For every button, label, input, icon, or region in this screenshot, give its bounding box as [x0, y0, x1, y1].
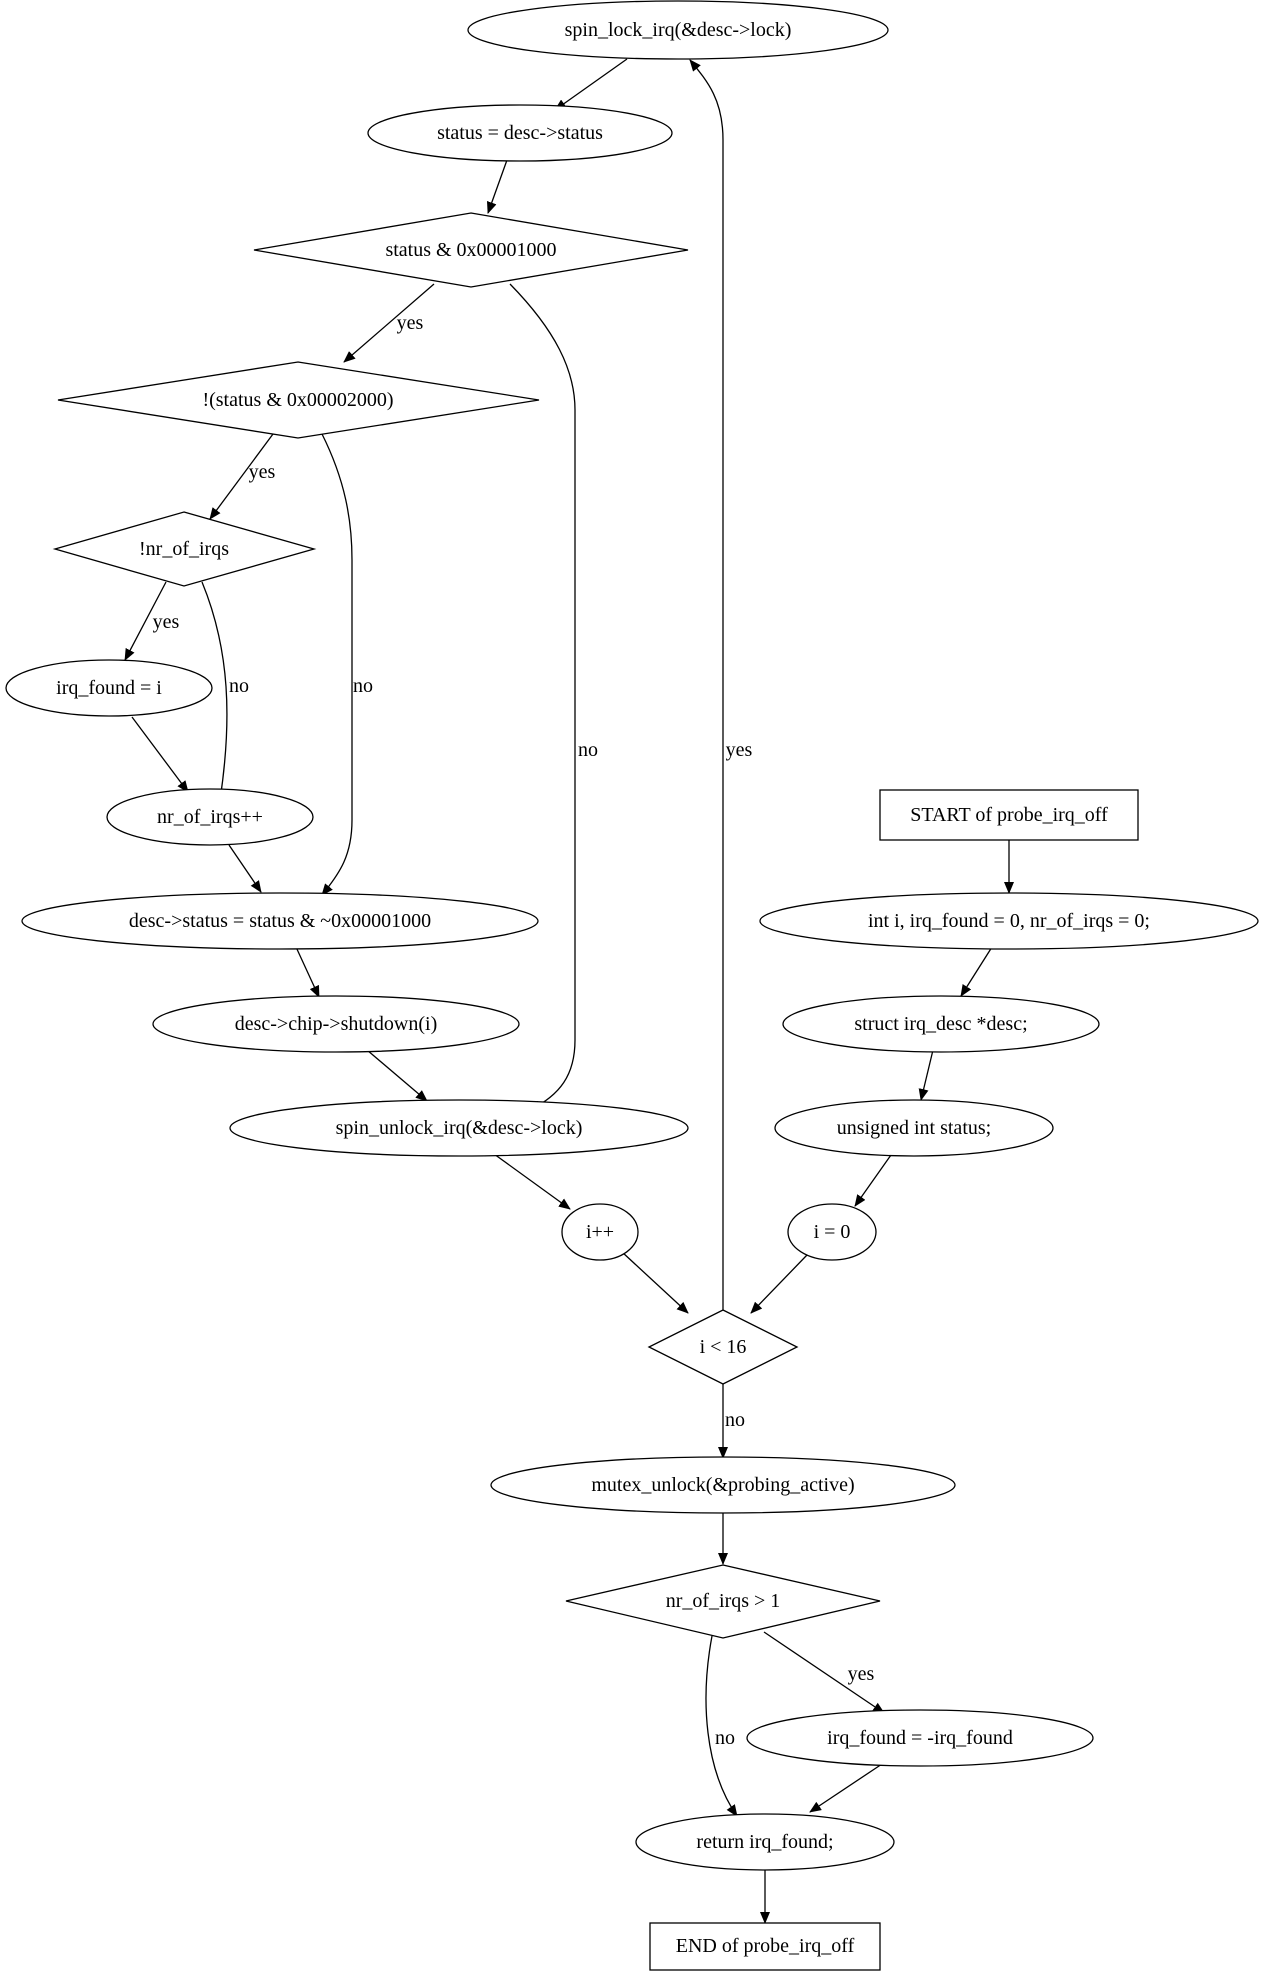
edge-label-nr-check-no: no: [229, 675, 249, 697]
svg-text:START of probe_irq_off: START of probe_irq_off: [910, 804, 1108, 826]
edge-unlock-to-inc: [493, 1153, 571, 1210]
svg-text:i++: i++: [586, 1221, 614, 1243]
svg-text:struct irq_desc *desc;: struct irq_desc *desc;: [854, 1013, 1027, 1035]
svg-text:irq_found = i: irq_found = i: [56, 677, 162, 699]
node-spin-lock: spin_lock_irq(&desc->lock): [467, 0, 889, 60]
edge-label-gt-yes: yes: [848, 1663, 875, 1685]
edge-not-status-yes: [209, 433, 274, 520]
node-return: return irq_found;: [635, 1813, 895, 1871]
edge-label-status-no: no: [578, 739, 598, 761]
node-irq-found-assign: irq_found = i: [5, 659, 213, 717]
svg-text:END of probe_irq_off: END of probe_irq_off: [676, 1935, 855, 1957]
edge-label-nr-check-yes: yes: [153, 611, 180, 633]
svg-text:i < 16: i < 16: [700, 1336, 747, 1358]
edges: [124, 58, 1014, 1924]
node-i-init: i = 0: [787, 1203, 877, 1261]
svg-text:nr_of_irqs > 1: nr_of_irqs > 1: [666, 1590, 781, 1612]
svg-text:int i, irq_found = 0, nr_of_ir: int i, irq_found = 0, nr_of_irqs = 0;: [868, 910, 1150, 932]
node-i-inc: i++: [561, 1203, 639, 1261]
svg-text:spin_unlock_irq(&desc->lock): spin_unlock_irq(&desc->lock): [336, 1117, 583, 1139]
svg-text:irq_found = -irq_found: irq_found = -irq_found: [827, 1727, 1013, 1749]
edge-label-gt-no: no: [715, 1727, 735, 1749]
edge-check-no: [509, 283, 576, 1111]
nodes: spin_lock_irq(&desc->lock) status = desc…: [5, 0, 1259, 1971]
edge-not-status-no: [321, 433, 353, 896]
edge-label-loop-no: no: [725, 1409, 745, 1431]
edge-labels: yes no yes no yes no yes no yes no: [153, 312, 875, 1749]
node-nr-of-irqs-check: !nr_of_irqs: [52, 511, 317, 587]
svg-text:desc->status = status & ~0x000: desc->status = status & ~0x00001000: [129, 910, 431, 932]
edge-neg-to-return: [809, 1763, 883, 1813]
edge-nrinc-to-descstatus: [228, 844, 262, 893]
node-struct-decl: struct irq_desc *desc;: [782, 995, 1100, 1053]
node-start: START of probe_irq_off: [879, 789, 1139, 841]
edge-unsigned-to-iinit: [854, 1154, 892, 1207]
edge-status-to-check: [487, 159, 508, 214]
edge-gt-no: [705, 1635, 738, 1817]
edge-descstatus-to-shutdown: [295, 946, 320, 998]
edge-label-loop-yes: yes: [726, 739, 753, 761]
node-spin-unlock: spin_unlock_irq(&desc->lock): [229, 1099, 689, 1157]
node-nr-of-irqs-inc: nr_of_irqs++: [106, 788, 314, 846]
edge-label-status-yes: yes: [397, 312, 424, 334]
node-irq-found-neg: irq_found = -irq_found: [746, 1709, 1094, 1767]
node-desc-status-assign: desc->status = status & ~0x00001000: [21, 892, 539, 950]
node-end: END of probe_irq_off: [649, 1922, 881, 1971]
node-status-assign: status = desc->status: [367, 104, 673, 162]
edge-spinlock-to-status: [554, 58, 628, 111]
edge-gt-yes: [763, 1631, 885, 1714]
node-unsigned-decl: unsigned int status;: [774, 1099, 1054, 1157]
svg-text:return irq_found;: return irq_found;: [696, 1831, 833, 1853]
node-mutex-unlock: mutex_unlock(&probing_active): [490, 1456, 956, 1514]
node-status-check: status & 0x00001000: [253, 212, 689, 288]
svg-text:spin_lock_irq(&desc->lock): spin_lock_irq(&desc->lock): [565, 19, 792, 41]
edge-label-not-status-no: no: [353, 675, 373, 697]
edge-shutdown-to-unlock: [366, 1049, 428, 1102]
node-shutdown: desc->chip->shutdown(i): [152, 995, 520, 1053]
edge-nr-check-no: [201, 581, 228, 801]
svg-text:unsigned int status;: unsigned int status;: [837, 1117, 991, 1139]
edge-nr-check-yes: [124, 581, 167, 661]
edge-struct-to-unsigned: [918, 1049, 934, 1101]
edge-irqfound-to-nrinc: [131, 716, 189, 793]
svg-text:status = desc->status: status = desc->status: [437, 122, 603, 144]
svg-text:!nr_of_irqs: !nr_of_irqs: [139, 538, 229, 560]
svg-text:!(status & 0x00002000): !(status & 0x00002000): [202, 389, 393, 411]
edge-check-yes: [343, 283, 435, 363]
node-nr-gt-one: nr_of_irqs > 1: [565, 1564, 881, 1639]
svg-text:desc->chip->shutdown(i): desc->chip->shutdown(i): [235, 1013, 438, 1035]
edge-label-not-status-yes: yes: [249, 461, 276, 483]
node-int-decl: int i, irq_found = 0, nr_of_irqs = 0;: [759, 892, 1259, 950]
svg-text:i = 0: i = 0: [814, 1221, 851, 1243]
edge-inc-to-loop: [621, 1251, 689, 1314]
edge-int-to-struct: [960, 946, 993, 997]
svg-text:status & 0x00001000: status & 0x00001000: [385, 239, 556, 261]
node-not-status-check: !(status & 0x00002000): [57, 361, 540, 439]
edge-loop-yes: [689, 59, 724, 1311]
edge-iinit-to-loop: [750, 1254, 808, 1314]
svg-text:mutex_unlock(&probing_active): mutex_unlock(&probing_active): [591, 1474, 854, 1496]
node-loop-check: i < 16: [647, 1309, 799, 1385]
svg-text:nr_of_irqs++: nr_of_irqs++: [157, 806, 263, 828]
